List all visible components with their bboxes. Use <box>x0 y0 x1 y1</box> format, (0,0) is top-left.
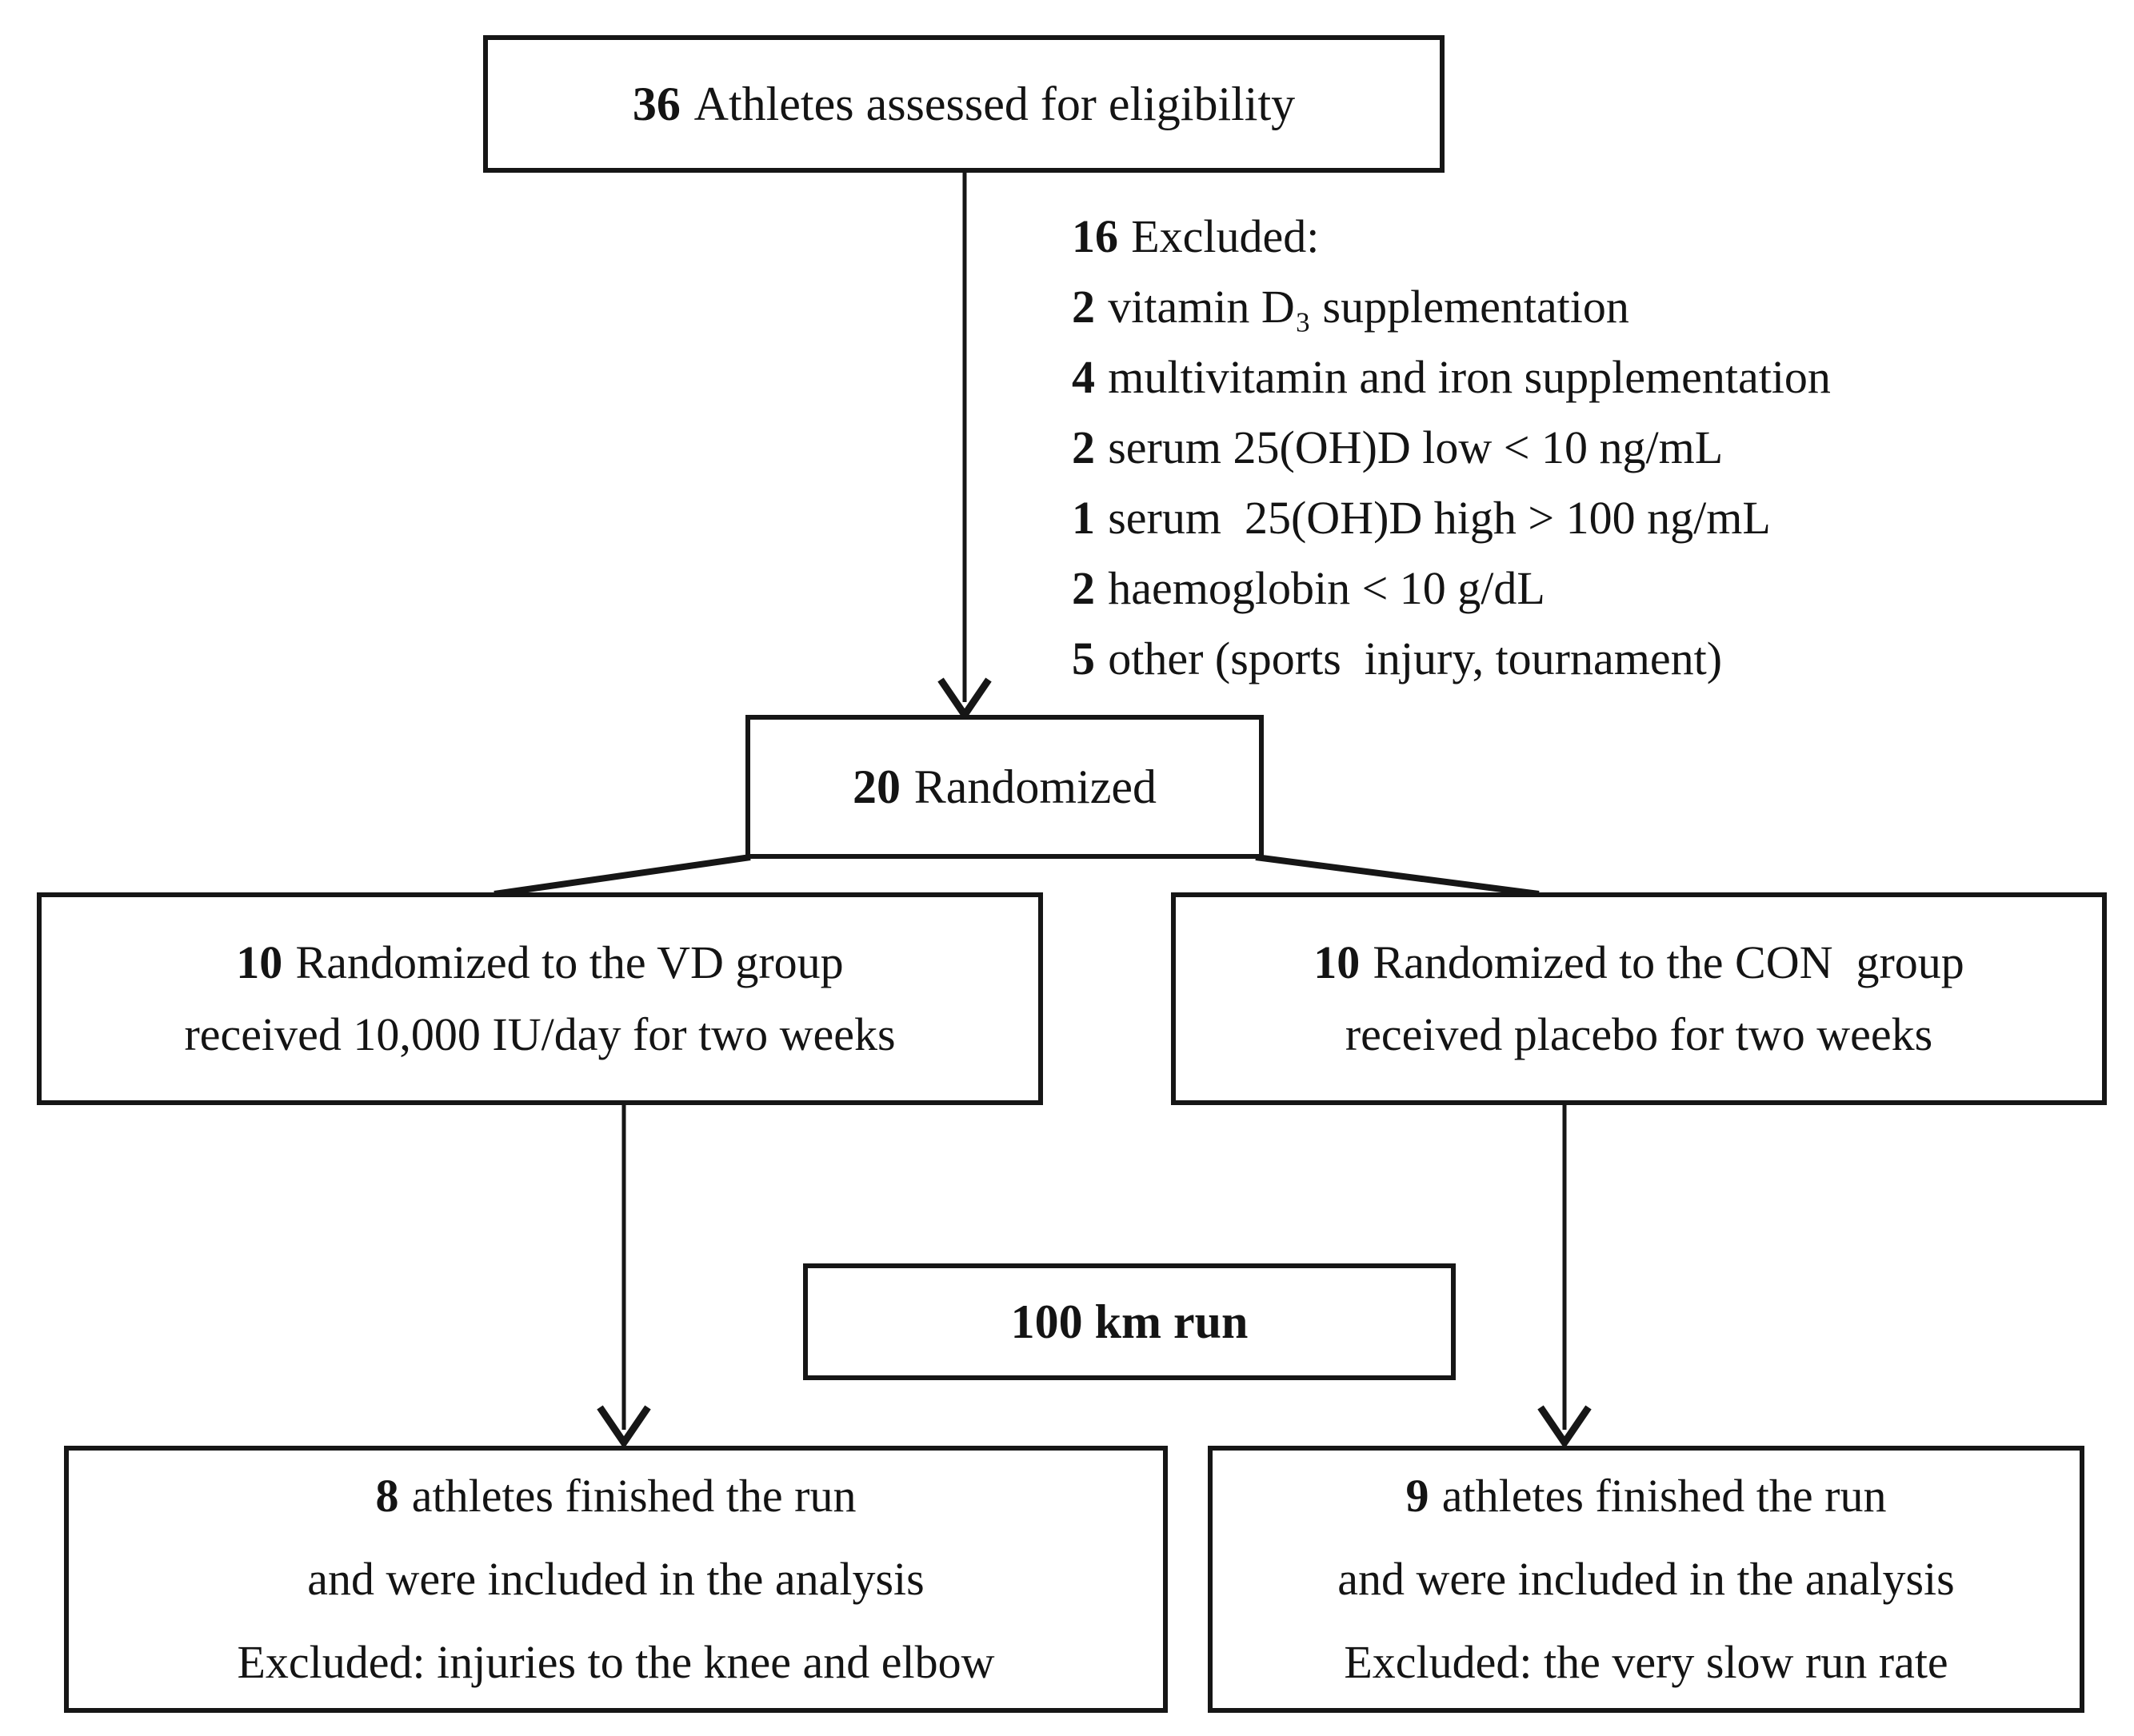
con-outcome-count: 9 <box>1405 1470 1429 1522</box>
vd-group-count: 10 <box>236 936 283 988</box>
vd-outcome-line2: and were included in the analysis <box>307 1553 925 1605</box>
vd-outcome-count: 8 <box>375 1470 399 1522</box>
con-outcome-line2: and were included in the analysis <box>1337 1553 1955 1605</box>
arrow-vd-to-outcome-arrowhead <box>597 1405 651 1449</box>
con-outcome-line3: Excluded: the very slow run rate <box>1344 1636 1948 1688</box>
arrow-con-to-outcome-arrowhead <box>1537 1405 1592 1449</box>
randomized-count: 20 <box>852 760 901 813</box>
con-group-count: 10 <box>1313 936 1361 988</box>
vd-group-line2: received 10,000 IU/day for two weeks <box>184 1008 896 1060</box>
run-label: 100 km run <box>1010 1295 1249 1348</box>
con-group-line2: received placebo for two weeks <box>1345 1008 1933 1060</box>
edge-randomized-to-con <box>1255 854 1540 897</box>
vd-outcome-line3: Excluded: injuries to the knee and elbow <box>237 1636 995 1688</box>
edge-randomized-to-vd <box>494 854 751 897</box>
eligibility-count: 36 <box>632 78 681 130</box>
arrow-eligibility-to-randomized-arrowhead <box>937 677 992 721</box>
run-box: 100 km run <box>803 1263 1456 1380</box>
